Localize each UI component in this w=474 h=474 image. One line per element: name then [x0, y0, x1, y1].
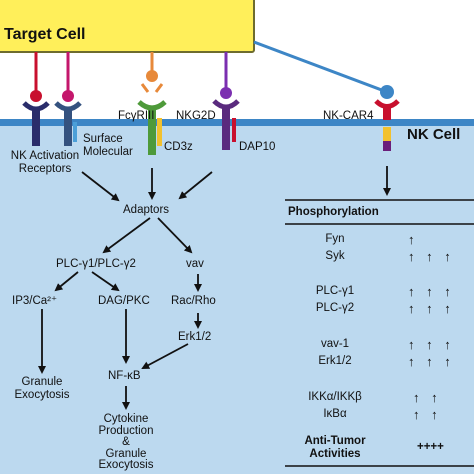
adaptors-label: Adaptors [123, 204, 170, 216]
phospho-arrows: ↑ ↑ [413, 390, 442, 405]
phospho-name: PLC-γ2 [315, 302, 355, 314]
dap10-label: DAP10 [239, 141, 276, 153]
fcgriii-label: FcγRIII [118, 110, 155, 122]
phosphorylation-title: Phosphorylation [288, 206, 379, 218]
cytokine-production-label: Cytokine Production & Granule Exocytosis [98, 413, 154, 471]
phospho-name: Erk1/2 [318, 355, 352, 367]
phospho-name: vav-1 [320, 338, 350, 350]
nk-cell-label: NK Cell [407, 126, 461, 143]
pathway-arrows [38, 168, 213, 410]
phospho-arrows: ↑ ↑ ↑ [408, 354, 455, 369]
fcgriii-receptor [137, 52, 167, 155]
activation-receptor-1 [22, 52, 50, 146]
activation-receptor-2 [54, 52, 82, 146]
nk-activation-receptors-label: NK Activation Receptors [10, 150, 80, 175]
phospho-name: IKKα/IKKβ [308, 391, 362, 403]
phospho-arrows: ↑ ↑ ↑ [408, 337, 455, 352]
anti-tumor-label: Anti-Tumor Activities [304, 435, 366, 460]
vav-label: vav [186, 258, 204, 270]
phospho-name: Syk [325, 250, 345, 262]
phospho-arrows: ↑ ↑ ↑ [408, 301, 455, 316]
phospho-arrows: ↑ ↑ [413, 407, 442, 422]
target-cell-body [0, 0, 255, 53]
nkg2d-label: NKG2D [176, 110, 216, 122]
target-cell-label: Target Cell [4, 26, 86, 43]
ip3-label: IP3/Ca²⁺ [12, 295, 58, 307]
phospho-name: IκBα [323, 408, 347, 420]
nk-car4-label: NK-CAR4 [323, 110, 374, 122]
phospho-name: Fyn [325, 233, 345, 245]
nfkb-label: NF-κB [108, 370, 141, 382]
granule-exocytosis-label: Granule Exocytosis [14, 376, 70, 401]
surface-molecular-label: Surface Molecular [83, 133, 133, 158]
phospho-arrows: ↑ ↑ ↑ [408, 249, 455, 264]
dag-pkc-label: DAG/PKC [98, 295, 150, 307]
phospho-name: PLC-γ1 [315, 285, 355, 297]
rac-rho-label: Rac/Rho [171, 295, 216, 307]
nk-car4-receptor [374, 85, 400, 151]
phospho-arrows: ↑ [408, 232, 419, 247]
phospho-arrows: ↑ ↑ ↑ [408, 284, 455, 299]
cd3z-label: CD3z [164, 141, 193, 153]
nk-cell-body [0, 122, 474, 474]
anti-tumor-value: ++++ [417, 441, 444, 453]
target-car-link [253, 40, 388, 94]
nkg2d-receptor [212, 52, 240, 150]
nk-cell-membrane [0, 119, 474, 126]
erk-label: Erk1/2 [178, 331, 212, 343]
plc-label: PLC-γ1/PLC-γ2 [56, 258, 136, 270]
